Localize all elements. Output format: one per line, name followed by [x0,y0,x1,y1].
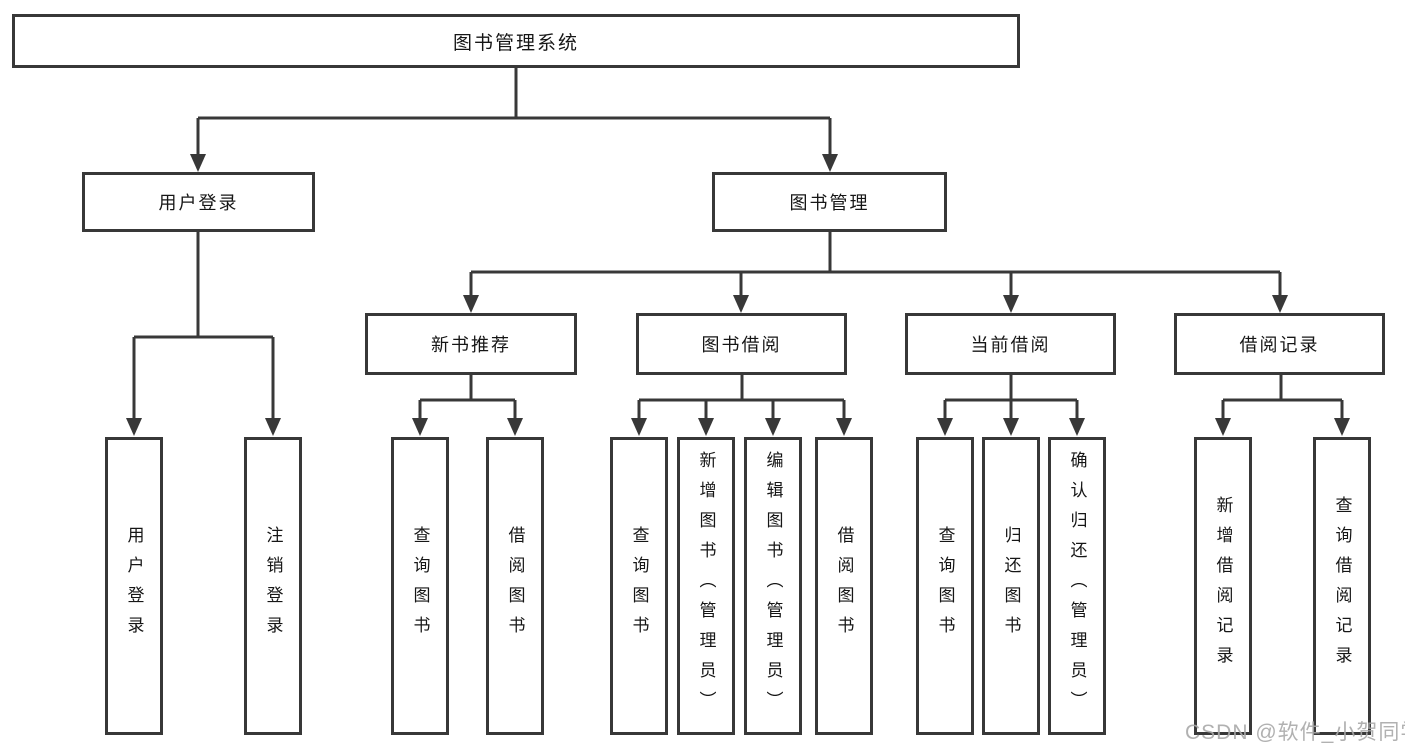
node-user-login-leaf: 用户登录 [105,437,163,735]
node-query-borrow-record: 查询借阅记录 [1313,437,1371,735]
node-edit-books-admin: 编辑图书（管理员） [744,437,802,735]
node-borrow-books-recommend: 借阅图书 [486,437,544,735]
node-book-borrowing: 图书借阅 [636,313,847,375]
node-logout: 注销登录 [244,437,302,735]
node-query-books-borrowing: 查询图书 [610,437,668,735]
node-add-borrow-record: 新增借阅记录 [1194,437,1252,735]
node-return-books: 归还图书 [982,437,1040,735]
node-borrowing-records: 借阅记录 [1174,313,1385,375]
node-current-borrowing: 当前借阅 [905,313,1116,375]
node-query-books-recommend: 查询图书 [391,437,449,735]
node-user-login: 用户登录 [82,172,315,232]
node-confirm-return-admin: 确认归还（管理员） [1048,437,1106,735]
node-borrow-books-borrowing: 借阅图书 [815,437,873,735]
csdn-watermark: CSDN @软件_小贺同学 [1185,721,1405,744]
node-book-management: 图书管理 [712,172,947,232]
node-new-book-recommend: 新书推荐 [365,313,577,375]
node-query-books-current: 查询图书 [916,437,974,735]
node-add-books-admin: 新增图书（管理员） [677,437,735,735]
node-system-root: 图书管理系统 [12,14,1020,68]
